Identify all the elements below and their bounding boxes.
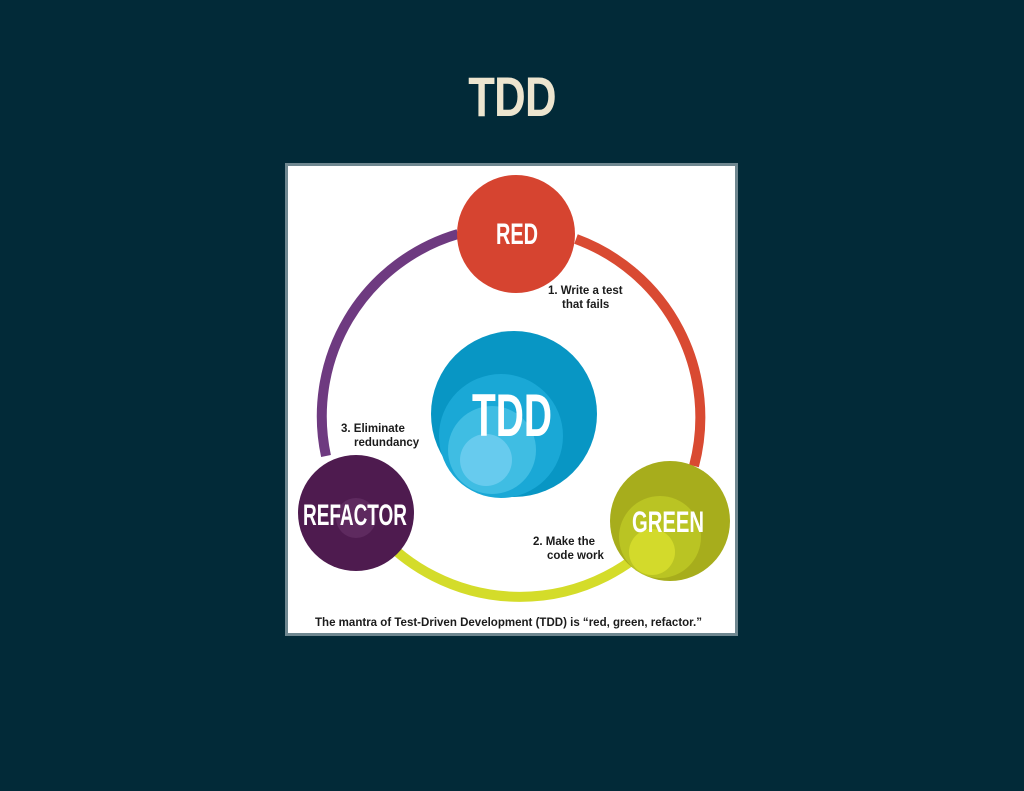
step-3-line-1: 3. Eliminate [341,423,405,435]
center-tdd-circle: TDD [431,331,597,498]
tdd-cycle-figure: TDD RED GREEN REFACTOR 1. Write a test t… [285,163,738,636]
step-2-line-1: 2. Make the [533,536,595,548]
diagram-caption: The mantra of Test-Driven Development (T… [315,615,702,629]
step-3-line-2: redundancy [354,437,420,449]
refactor-node-label: REFACTOR [303,499,407,532]
red-node: RED [457,175,575,293]
center-tdd-label: TDD [472,382,552,449]
red-node-label: RED [496,218,538,251]
green-node: GREEN [610,461,730,581]
green-node-label: GREEN [632,506,704,539]
step-1-line-2: that fails [562,299,609,311]
step-2-line-2: code work [547,550,604,562]
refactor-node: REFACTOR [298,455,414,571]
ring-arc-red-to-green [574,234,706,468]
tdd-cycle-diagram: TDD RED GREEN REFACTOR 1. Write a test t… [298,175,730,629]
ring-arc-refactor-to-red [316,229,460,458]
step-1-line-1: 1. Write a test [548,285,623,297]
slide-title: TDD [468,65,556,128]
